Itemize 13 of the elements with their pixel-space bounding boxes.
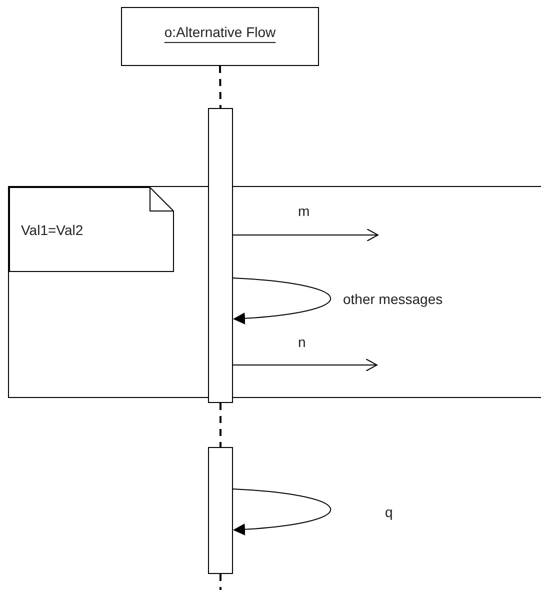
object-name: o:Alternative Flow [163,23,277,42]
message-arrow [232,228,378,242]
fragment-frame [8,186,541,398]
lifeline [220,574,222,590]
object-box [121,7,319,66]
activation-bar [208,447,233,574]
lifeline [220,403,222,447]
lifeline [219,66,222,108]
message-arrow [232,358,378,372]
activation-bar [208,108,233,403]
self-message-arrow [232,488,332,536]
condition-text: Val1=Val2 [21,221,84,240]
self-message-arrow [232,278,332,324]
